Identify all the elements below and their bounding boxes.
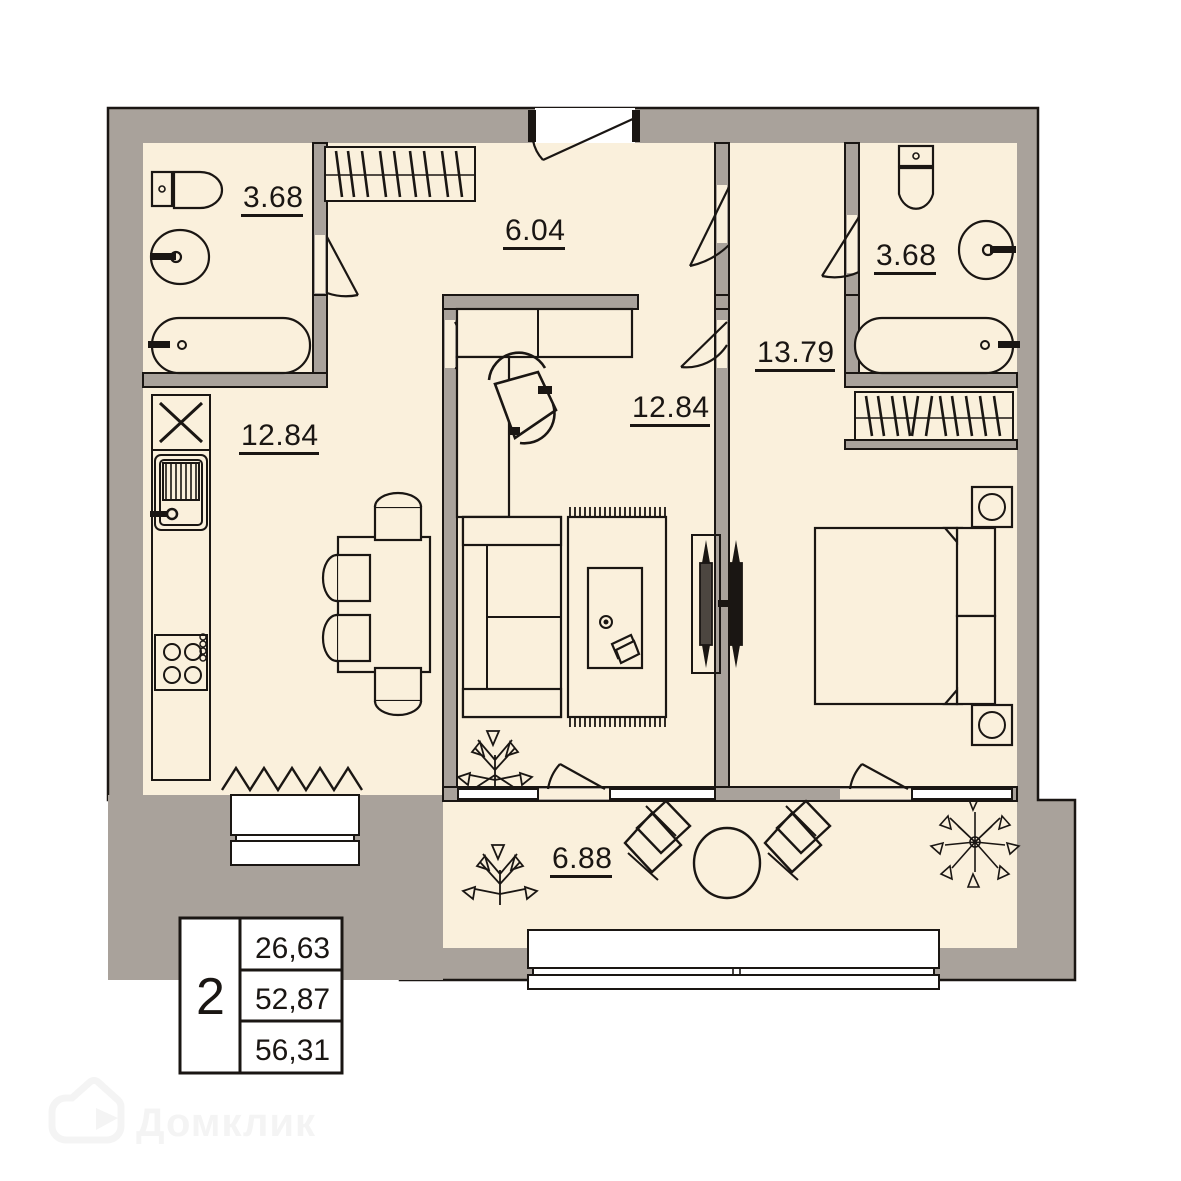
area-value: 12.84 <box>632 391 710 424</box>
summary-value-with-loggia: 56,31 <box>255 1034 330 1067</box>
hall-wardrobe-icon <box>324 146 476 202</box>
area-label-bedroom: 13.79 <box>755 336 835 372</box>
bed-icon <box>813 526 997 706</box>
area-label-loggia: 6.88 <box>550 842 612 878</box>
loggia-glazing <box>527 929 940 990</box>
rug-icon <box>566 507 668 727</box>
door-sills <box>457 788 1013 800</box>
bathroom-left-fixtures <box>148 170 312 375</box>
area-label-living-room: 12.84 <box>630 391 710 427</box>
summary-value-total: 52,87 <box>255 983 330 1016</box>
coffee-table-icon <box>586 566 644 670</box>
bathtub-icon <box>148 316 312 375</box>
kitchen-fittings <box>150 394 211 781</box>
washbasin-icon <box>957 219 1016 281</box>
rooms-count: 2 <box>196 968 225 1026</box>
sink-icon <box>150 454 208 531</box>
area-value: 6.04 <box>505 214 565 247</box>
area-labels: 3.68 6.04 3.68 12.84 12.84 13.79 6.88 <box>239 181 936 878</box>
living-room-furniture <box>455 307 721 791</box>
sofa-icon <box>461 515 563 719</box>
entry-door <box>528 108 640 162</box>
area-label-hall: 6.04 <box>503 214 565 250</box>
office-chair-icon <box>487 351 558 445</box>
bathtub-icon <box>853 316 1020 375</box>
window-frame <box>230 794 360 866</box>
watermark: Домклик <box>48 1077 316 1145</box>
round-table-icon <box>692 826 762 900</box>
bathroom-right-fixtures <box>853 144 1020 375</box>
stove-icon <box>154 633 208 691</box>
domclick-logo-icon <box>48 1077 125 1144</box>
area-value: 12.84 <box>241 419 319 452</box>
area-label-bathroom-left: 3.68 <box>241 181 303 217</box>
kitchen-window <box>220 765 364 793</box>
area-label-kitchen: 12.84 <box>239 419 319 455</box>
area-value: 6.88 <box>552 842 612 875</box>
toilet-icon <box>897 144 935 210</box>
washbasin-icon <box>149 228 211 286</box>
chair-icon <box>373 491 423 542</box>
area-value: 13.79 <box>757 336 835 369</box>
dining-set <box>321 491 432 717</box>
plant-icon <box>461 844 539 905</box>
toilet-icon <box>150 170 224 210</box>
tv-icon <box>718 540 743 668</box>
door-openings <box>315 185 912 799</box>
loggia-furniture <box>461 796 1021 905</box>
plant-icon <box>456 730 534 791</box>
wardrobe-icon <box>854 391 1014 441</box>
nightstand-icon <box>970 485 1014 529</box>
area-value: 3.68 <box>876 239 936 272</box>
armchair-icon <box>623 799 692 881</box>
nightstand-icon <box>970 703 1014 747</box>
chair-icon <box>373 666 423 717</box>
summary-table: 2 26,63 52,87 56,31 <box>178 916 344 1075</box>
area-label-bathroom-right: 3.68 <box>874 239 936 275</box>
desk-icon <box>455 307 634 519</box>
watermark-text: Домклик <box>136 1101 316 1145</box>
armchair-icon <box>763 799 832 881</box>
summary-value-living: 26,63 <box>255 932 330 965</box>
chair-icon <box>321 613 372 663</box>
area-value: 3.68 <box>243 181 303 214</box>
chair-icon <box>321 553 372 603</box>
bedroom-furniture <box>718 485 1014 747</box>
